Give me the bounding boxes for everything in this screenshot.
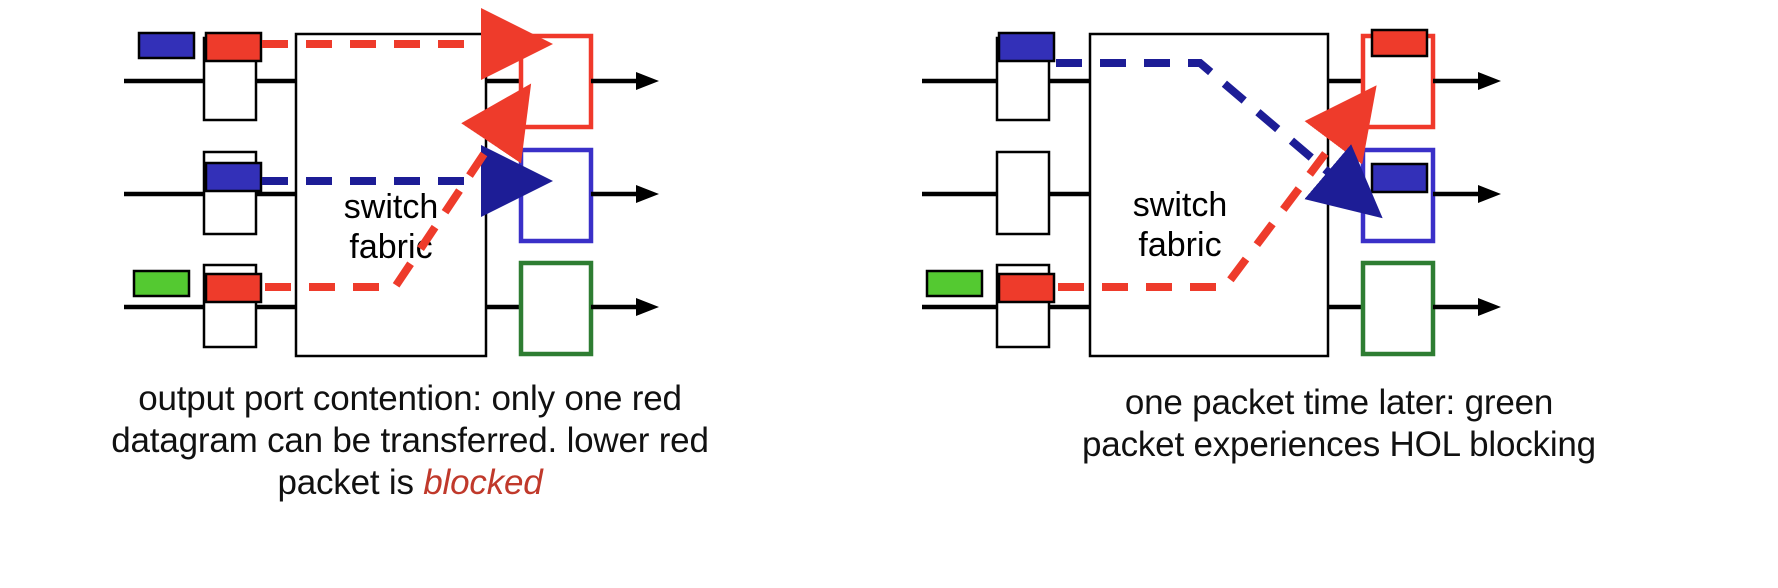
diagram-right: switch fabric [922,28,1501,358]
input-queue-box-2 [995,150,1051,236]
red-packet-hol-3 [997,272,1056,304]
blue-packet-hol-1 [997,31,1056,63]
diagram-left: switch fabric [124,8,659,358]
output-arrow-3 [1478,298,1501,316]
panel-right: switch fabric [900,0,1778,588]
red-packet-delivered-1 [1370,28,1429,58]
caption-left: output port contention: only one red dat… [0,378,820,504]
red-packet-hol-3 [204,272,263,304]
green-packet-queued-3 [132,269,191,298]
caption-left-line-2: datagram can be transferred. lower red [111,421,709,460]
caption-left-line-3-text: packet is [277,463,424,502]
red-packet-hol-1 [204,31,263,63]
output-arrow-3 [636,298,659,316]
green-packet-queued-3 [925,269,984,298]
output-arrow-1 [636,72,659,90]
output-arrow-2 [1478,185,1501,203]
caption-right-line-2: packet experiences HOL blocking [1082,425,1596,464]
switch-fabric-label-line1: switch [344,188,438,226]
output-arrow-2 [636,185,659,203]
caption-right: one packet time later: green packet expe… [900,382,1778,466]
output-port-box-2 [518,147,594,244]
panel-left: switch fabric [0,0,820,588]
blue-packet-delivered-2 [1370,162,1429,194]
output-arrow-1 [1478,72,1501,90]
caption-left-line-1: output port contention: only one red [138,379,682,418]
blue-flow-transferred [1056,59,1383,219]
caption-right-line-1: one packet time later: green [1124,383,1554,422]
output-port-box-3 [1360,260,1436,357]
caption-left-line-3: packet is blocked [0,462,820,504]
blue-packet-hol-2 [204,161,263,193]
red-flow-blocked [1058,85,1377,291]
switch-fabric-label-line2: fabric [1138,226,1221,264]
switch-fabric-label-line1: switch [1133,186,1227,224]
blue-packet-queued-1 [137,31,196,60]
output-port-box-3 [518,260,594,357]
output-port-box-1 [518,33,594,130]
caption-left-emphasis: blocked [423,463,543,502]
